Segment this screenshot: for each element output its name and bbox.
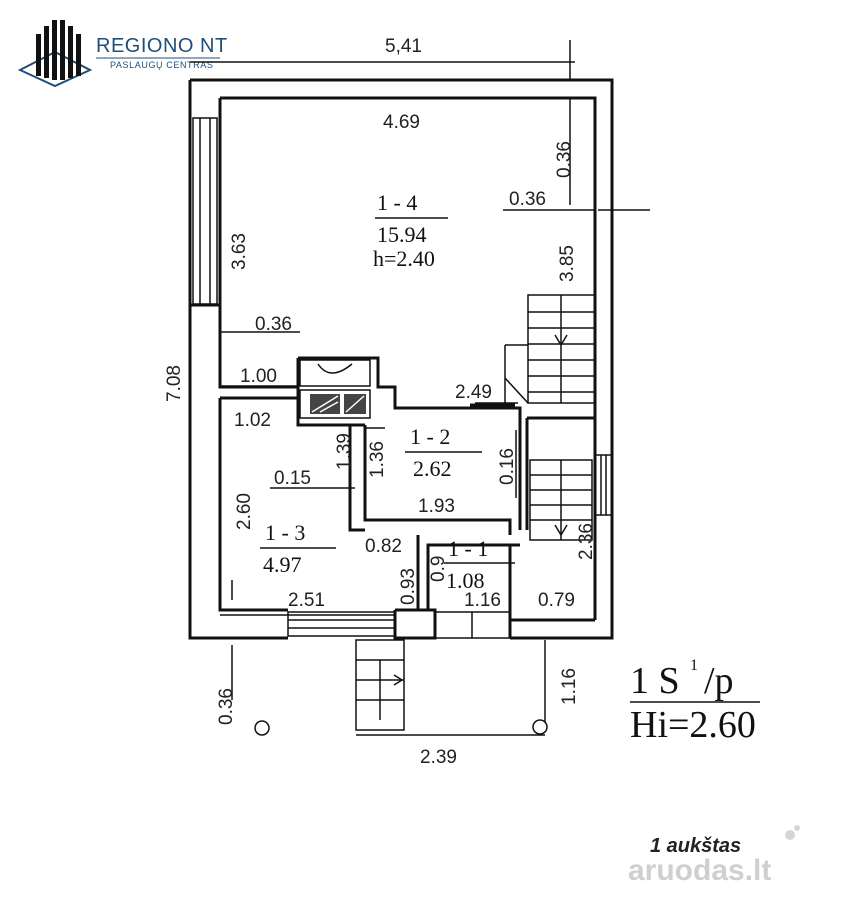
right-window bbox=[594, 454, 613, 516]
legend-line2: Hi=2.60 bbox=[630, 704, 756, 746]
dim-right-height: 3.85 bbox=[557, 245, 578, 282]
logo-subtitle: PASLAUGŲ CENTRAS bbox=[110, 60, 213, 70]
legend-slash: /p bbox=[704, 660, 734, 702]
dimension-lines bbox=[190, 40, 650, 700]
dim-inner-width: 4.69 bbox=[383, 112, 420, 133]
dim-width-102: 1.02 bbox=[234, 410, 271, 431]
dim-h-260: 2.60 bbox=[234, 493, 255, 530]
dim-h-09: 0.9 bbox=[428, 556, 449, 582]
left-window bbox=[192, 117, 218, 305]
floor-caption: 1 aukštas bbox=[650, 835, 741, 857]
stairs-upper bbox=[504, 294, 596, 404]
dim-w-015: 0.15 bbox=[274, 468, 311, 489]
room-1-1-area: 1.08 bbox=[446, 568, 485, 593]
entrance-stairs bbox=[254, 639, 548, 736]
legend-line1: 1 S bbox=[630, 660, 680, 702]
stairs-lower bbox=[529, 459, 593, 541]
dim-bottom-036: 0.36 bbox=[216, 688, 237, 725]
dim-right-ledge: 0.36 bbox=[509, 189, 546, 210]
dim-h-016: 0.16 bbox=[497, 448, 518, 485]
dim-bottom-116: 1.16 bbox=[559, 668, 580, 705]
logo-title: REGIONO NT bbox=[96, 35, 228, 57]
dim-w-116: 1.16 bbox=[464, 590, 501, 611]
dim-left-window: 3.63 bbox=[229, 233, 250, 270]
room-1-3-id: 1 - 3 bbox=[265, 520, 305, 545]
room-1-1: 1 - 1 1.08 bbox=[444, 536, 515, 593]
legend-sup: 1 bbox=[690, 657, 698, 674]
room-1-3-area: 4.97 bbox=[263, 552, 302, 577]
room-1-4: 1 - 4 15.94 h=2.40 bbox=[373, 190, 448, 271]
dim-h-139: 1.39 bbox=[334, 433, 355, 470]
dim-step-1: 1.00 bbox=[240, 366, 277, 387]
dimension-labels: 5,41 4.69 0.36 0.36 3.85 3.63 0.36 7.08 … bbox=[164, 36, 597, 768]
dim-top-width: 5,41 bbox=[385, 36, 422, 57]
interior-walls bbox=[220, 356, 595, 612]
dim-bottom-239: 2.39 bbox=[420, 747, 457, 768]
dim-width-249: 2.49 bbox=[455, 382, 492, 403]
dim-left-ledge: 0.36 bbox=[255, 314, 292, 335]
dim-w-079: 0.79 bbox=[538, 590, 575, 611]
svg-text:aruodas.lt: aruodas.lt bbox=[628, 854, 771, 887]
dim-w-251: 2.51 bbox=[288, 590, 325, 611]
room-1-4-height: h=2.40 bbox=[373, 246, 435, 271]
dim-h-093: 0.93 bbox=[398, 568, 419, 605]
stove-symbol bbox=[299, 359, 371, 419]
dim-h-136: 1.36 bbox=[367, 441, 388, 478]
dim-h-236: 2.36 bbox=[576, 523, 597, 560]
room-1-2-area: 2.62 bbox=[413, 456, 452, 481]
company-logo: REGIONO NT PASLAUGŲ CENTRAS bbox=[17, 20, 228, 88]
dim-w-193: 1.93 bbox=[418, 496, 455, 517]
room-1-4-area: 15.94 bbox=[377, 222, 427, 247]
room-1-2-id: 1 - 2 bbox=[410, 424, 450, 449]
room-1-4-id: 1 - 4 bbox=[377, 190, 417, 215]
dim-right-top: 0.36 bbox=[554, 141, 575, 178]
outer-walls bbox=[188, 78, 614, 640]
bottom-window bbox=[287, 611, 511, 639]
watermark-logo: aruodas.lt bbox=[628, 825, 800, 887]
room-1-1-id: 1 - 1 bbox=[448, 536, 488, 561]
dim-w-082: 0.82 bbox=[365, 536, 402, 557]
dim-left-total: 7.08 bbox=[164, 365, 185, 402]
room-1-3: 1 - 3 4.97 bbox=[260, 520, 336, 577]
floor-legend: 1 S 1 /p Hi=2.60 bbox=[630, 657, 760, 746]
room-1-2: 1 - 2 2.62 bbox=[405, 424, 482, 481]
